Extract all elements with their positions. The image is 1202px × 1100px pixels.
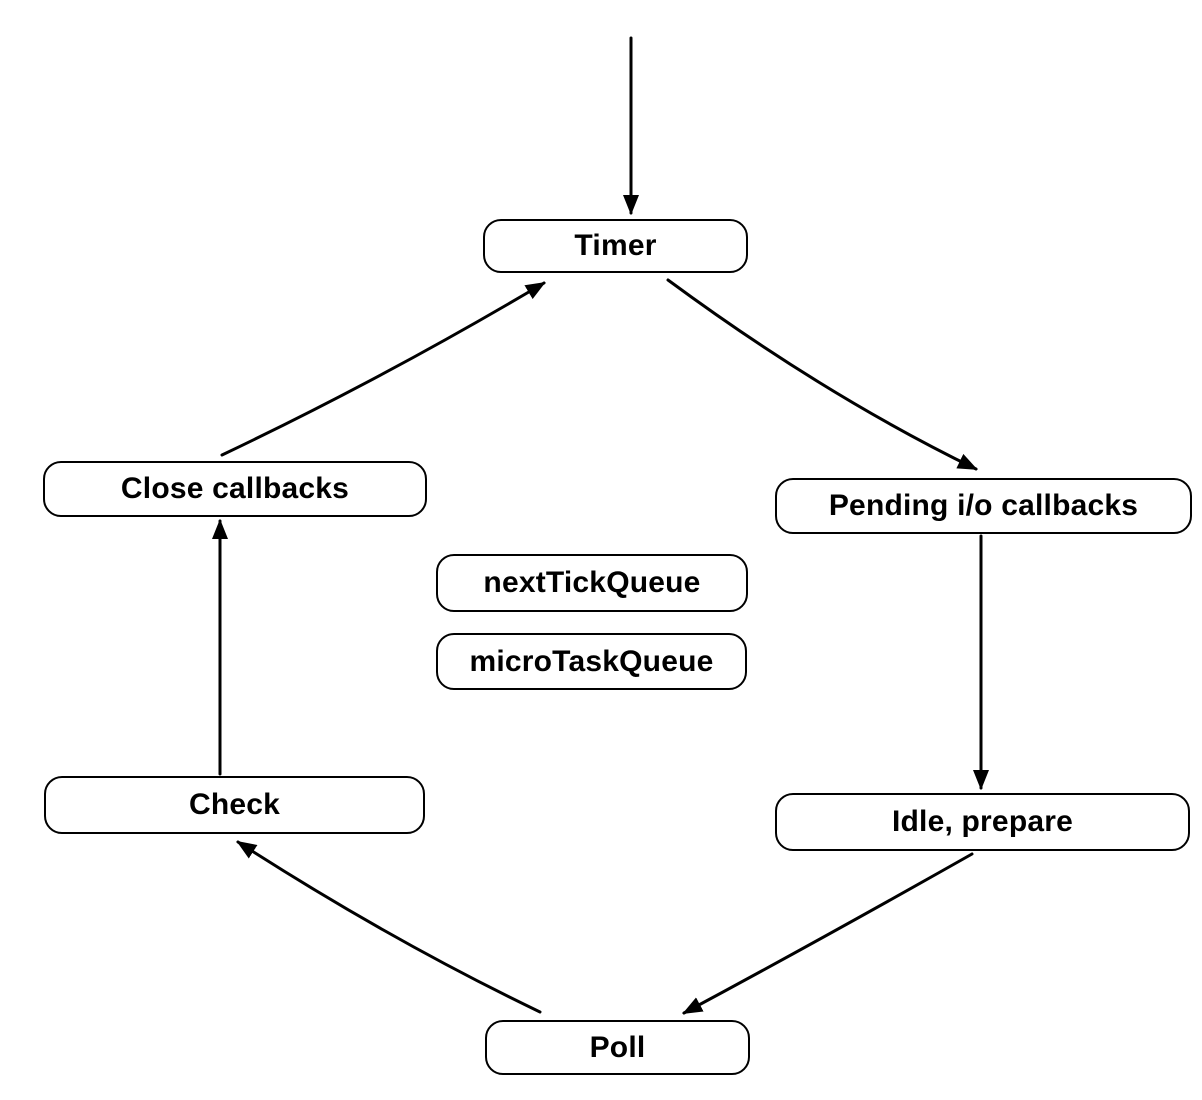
edge-poll-to-check — [236, 840, 542, 1014]
node-timer-label: Timer — [574, 229, 657, 262]
node-micro-task-queue-label: microTaskQueue — [469, 644, 714, 678]
node-poll: Poll — [485, 1020, 750, 1075]
node-next-tick-queue-label: nextTickQueue — [483, 566, 701, 599]
node-idle-prepare: Idle, prepare — [775, 793, 1190, 851]
node-micro-task-queue: microTaskQueue — [436, 633, 747, 690]
node-check-label: Check — [188, 788, 281, 821]
node-next-tick-queue: nextTickQueue — [436, 554, 748, 612]
node-poll-label: Poll — [589, 1030, 646, 1064]
node-idle-prepare-label: Idle, prepare — [891, 805, 1073, 838]
node-pending-io-callbacks-label: Pending i/o callbacks — [828, 489, 1139, 522]
edge-timer-to-pending-io-callbacks — [666, 278, 978, 471]
node-close-callbacks-label: Close callbacks — [120, 472, 350, 505]
node-pending-io-callbacks: Pending i/o callbacks — [775, 478, 1192, 534]
edge-close-callbacks-to-timer — [220, 281, 546, 457]
node-check: Check — [44, 776, 425, 834]
node-close-callbacks: Close callbacks — [43, 461, 427, 517]
node-timer: Timer — [483, 219, 748, 273]
edge-idle-prepare-to-poll — [682, 852, 974, 1015]
